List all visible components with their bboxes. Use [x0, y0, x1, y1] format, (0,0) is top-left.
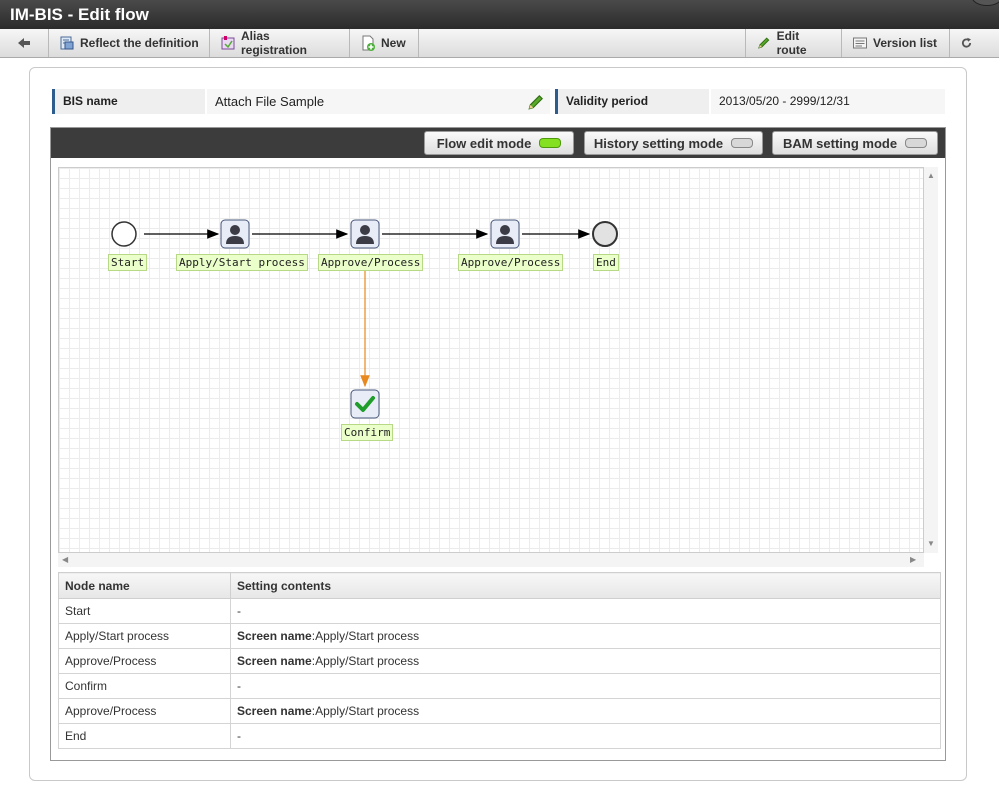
table-row[interactable]: Approve/Process Screen name:Apply/Start … [58, 698, 941, 724]
history-setting-mode-button[interactable]: History setting mode [584, 131, 763, 155]
end-node-circle-icon[interactable] [591, 220, 619, 248]
table-row[interactable]: End - [58, 723, 941, 749]
approve2-node-label: Approve/Process [458, 254, 564, 271]
approve-user-node-icon[interactable] [350, 219, 380, 249]
toolbar: Reflect the definition Alias registratio… [0, 29, 999, 58]
history-setting-mode-label: History setting mode [593, 135, 724, 151]
edit-route-button[interactable]: Edit route [745, 29, 841, 57]
alias-registration-button[interactable]: Alias registration [210, 29, 350, 57]
bis-name-label: BIS name [52, 89, 205, 114]
node-settings-table: Node name Setting contents Start - Apply… [58, 572, 941, 749]
edit-route-label: Edit route [776, 29, 807, 57]
node-name-cell: Approve/Process [58, 648, 231, 674]
flow-edit-mode-button[interactable]: Flow edit mode [424, 131, 574, 155]
new-label: New [381, 36, 406, 50]
setting-cell: Screen name:Apply/Start process [230, 648, 941, 674]
alias-registration-label: Alias registration [241, 29, 308, 57]
bis-info-row: BIS name Attach File Sample Validity per… [52, 89, 945, 114]
version-list-label: Version list [873, 36, 938, 50]
table-row[interactable]: Approve/Process Screen name:Apply/Start … [58, 648, 941, 674]
canvas-horizontal-scrollbar[interactable]: ◀ ▶ [58, 553, 924, 567]
canvas-vertical-scrollbar[interactable]: ▲ ▼ [924, 167, 938, 553]
flow-edit-mode-indicator [539, 138, 562, 148]
confirm-node-label: Confirm [341, 424, 394, 441]
refresh-button[interactable] [949, 29, 983, 57]
scroll-up-arrow-icon[interactable]: ▲ [927, 171, 935, 180]
table-header-row: Node name Setting contents [58, 572, 941, 599]
reflect-definition-button[interactable]: Reflect the definition [49, 29, 210, 57]
approve-user-node-icon[interactable] [490, 219, 520, 249]
apply-user-node-icon[interactable] [220, 219, 250, 249]
node-name-cell: Start [58, 598, 231, 624]
setting-value: Apply/Start process [315, 629, 420, 643]
bis-name-value: Attach File Sample [207, 89, 550, 114]
reflect-definition-label: Reflect the definition [80, 36, 199, 50]
flow-edit-mode-label: Flow edit mode [436, 135, 532, 151]
list-icon [853, 37, 867, 49]
table-row[interactable]: Start - [58, 598, 941, 624]
flow-editor: Flow edit mode History setting mode BAM … [50, 127, 946, 761]
setting-cell: - [230, 673, 941, 699]
setting-key: Screen name [237, 704, 312, 718]
window-title: IM-BIS - Edit flow [10, 5, 149, 24]
confirm-check-node-icon[interactable] [350, 389, 380, 419]
start-node-label: Start [108, 254, 148, 271]
window-corner-decoration [971, 0, 999, 6]
setting-value: Apply/Start process [315, 654, 420, 668]
validity-period-label: Validity period [555, 89, 709, 114]
history-setting-mode-indicator [731, 138, 754, 148]
end-node-label: End [593, 254, 619, 271]
apply-node-label: Apply/Start process [176, 254, 308, 271]
table-row[interactable]: Confirm - [58, 673, 941, 699]
new-document-icon [362, 35, 375, 51]
table-row[interactable]: Apply/Start process Screen name:Apply/St… [58, 623, 941, 649]
bam-setting-mode-indicator [905, 138, 928, 148]
node-name-cell: End [58, 723, 231, 749]
setting-value: Apply/Start process [315, 704, 420, 718]
alias-registration-icon [221, 36, 235, 50]
reflect-definition-icon [60, 36, 74, 50]
mode-bar: Flow edit mode History setting mode BAM … [51, 128, 945, 158]
window-titlebar: IM-BIS - Edit flow [0, 0, 999, 30]
scroll-left-arrow-icon[interactable]: ◀ [62, 555, 69, 564]
node-name-cell: Approve/Process [58, 698, 231, 724]
bam-setting-mode-button[interactable]: BAM setting mode [772, 131, 938, 155]
scroll-right-arrow-icon[interactable]: ▶ [910, 555, 917, 564]
back-arrow-icon [18, 38, 30, 48]
start-node-circle-icon[interactable] [110, 220, 138, 248]
validity-period-value: 2013/05/20 - 2999/12/31 [711, 89, 945, 114]
setting-key: Screen name [237, 654, 312, 668]
scroll-down-arrow-icon[interactable]: ▼ [927, 539, 935, 548]
back-button[interactable] [0, 29, 49, 57]
setting-cell: Screen name:Apply/Start process [230, 698, 941, 724]
flow-canvas[interactable]: Start Apply/Start process Approve/Proces… [58, 167, 924, 553]
setting-contents-header: Setting contents [230, 572, 941, 599]
setting-cell: - [230, 598, 941, 624]
approve1-node-label: Approve/Process [318, 254, 424, 271]
node-name-header: Node name [58, 572, 231, 599]
pencil-icon [758, 37, 770, 49]
setting-cell: Screen name:Apply/Start process [230, 623, 941, 649]
setting-key: Screen name [237, 629, 312, 643]
new-button[interactable]: New [350, 29, 419, 57]
flow-edges [144, 229, 591, 388]
node-name-cell: Confirm [58, 673, 231, 699]
setting-cell: - [230, 723, 941, 749]
bam-setting-mode-label: BAM setting mode [782, 135, 898, 151]
edit-name-pencil-icon[interactable] [527, 93, 545, 111]
refresh-icon [961, 37, 972, 48]
node-name-cell: Apply/Start process [58, 623, 231, 649]
version-list-button[interactable]: Version list [841, 29, 949, 57]
